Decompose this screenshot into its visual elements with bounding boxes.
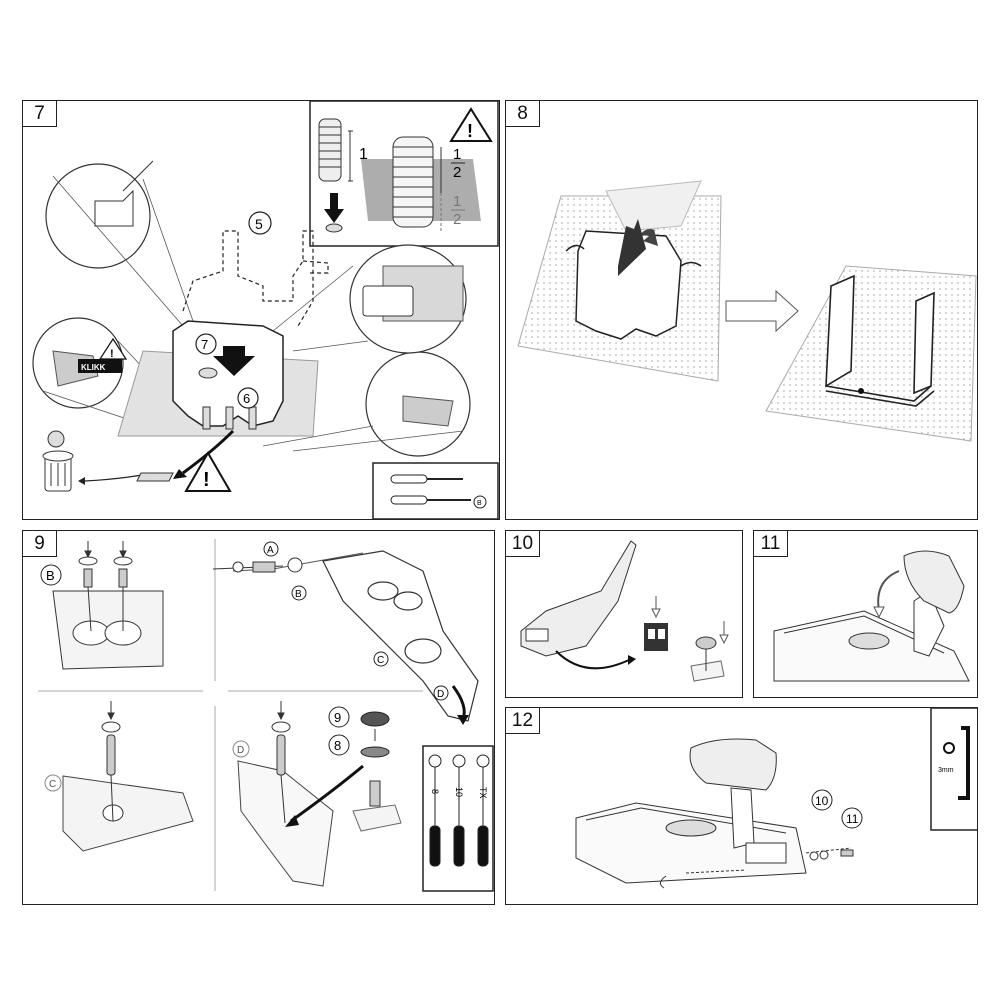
svg-text:10: 10 xyxy=(454,787,464,797)
svg-text:8: 8 xyxy=(430,789,440,794)
svg-text:D: D xyxy=(237,745,244,756)
step-number: 10 xyxy=(506,531,540,557)
screwdriver-icon xyxy=(428,754,490,867)
svg-text:1: 1 xyxy=(453,193,461,210)
svg-text:!: ! xyxy=(203,469,210,491)
step-9-illustration: B A B C D xyxy=(38,539,494,892)
svg-text:A: A xyxy=(267,545,274,556)
callout-5: 5 xyxy=(255,216,263,232)
step-number: 11 xyxy=(754,531,788,557)
svg-text:2: 2 xyxy=(453,211,461,228)
svg-text:2: 2 xyxy=(453,164,461,181)
klikk-label: KLIKK xyxy=(81,363,106,372)
callout-8: 8 xyxy=(334,738,341,753)
step-11-illustration xyxy=(773,550,970,682)
callout-10: 10 xyxy=(815,794,829,808)
spring-small xyxy=(318,118,342,182)
step-8-panel: 8 xyxy=(505,100,978,520)
callout-7: 7 xyxy=(201,337,208,352)
step-8-illustration xyxy=(517,180,977,442)
warning-triangle-icon: ! xyxy=(98,337,128,360)
step-number: 12 xyxy=(506,708,540,734)
step-7-panel: 7 1 1 2 1 2 xyxy=(22,100,500,520)
step-10-illustration xyxy=(520,540,729,682)
svg-text:C: C xyxy=(49,779,56,790)
svg-text:C: C xyxy=(377,655,384,666)
svg-text:1: 1 xyxy=(453,146,461,163)
svg-text:D: D xyxy=(437,689,444,700)
trash-bin-icon xyxy=(42,430,74,492)
tool-badge: B xyxy=(477,500,482,507)
callout-11: 11 xyxy=(846,812,859,826)
allen-key-icon xyxy=(943,726,970,800)
svg-text:B: B xyxy=(46,568,55,583)
step-11-panel: 11 xyxy=(753,530,978,698)
inset-label-one: 1 xyxy=(359,146,368,163)
warning-triangle-icon: ! xyxy=(184,451,232,492)
step-7-illustration: 1 1 2 1 2 ! xyxy=(32,101,499,519)
step-12-panel: 12 10 11 3mm xyxy=(505,707,978,905)
step-12-illustration: 10 11 3mm xyxy=(575,708,977,889)
step-number: 8 xyxy=(506,101,540,127)
svg-text:B: B xyxy=(295,589,302,600)
screwdriver-icon xyxy=(390,474,471,505)
step-9-panel: 9 B xyxy=(22,530,495,905)
svg-text:!: ! xyxy=(467,121,473,141)
callout-6: 6 xyxy=(243,391,250,406)
svg-text:!: ! xyxy=(110,348,114,360)
callout-9: 9 xyxy=(334,710,341,725)
warning-triangle-icon: ! xyxy=(449,107,493,142)
step-number: 7 xyxy=(23,101,57,127)
hex-key-size: 3mm xyxy=(938,767,954,774)
svg-text:TX: TX xyxy=(478,787,488,799)
step-number: 9 xyxy=(23,531,57,557)
step-10-panel: 10 xyxy=(505,530,743,698)
